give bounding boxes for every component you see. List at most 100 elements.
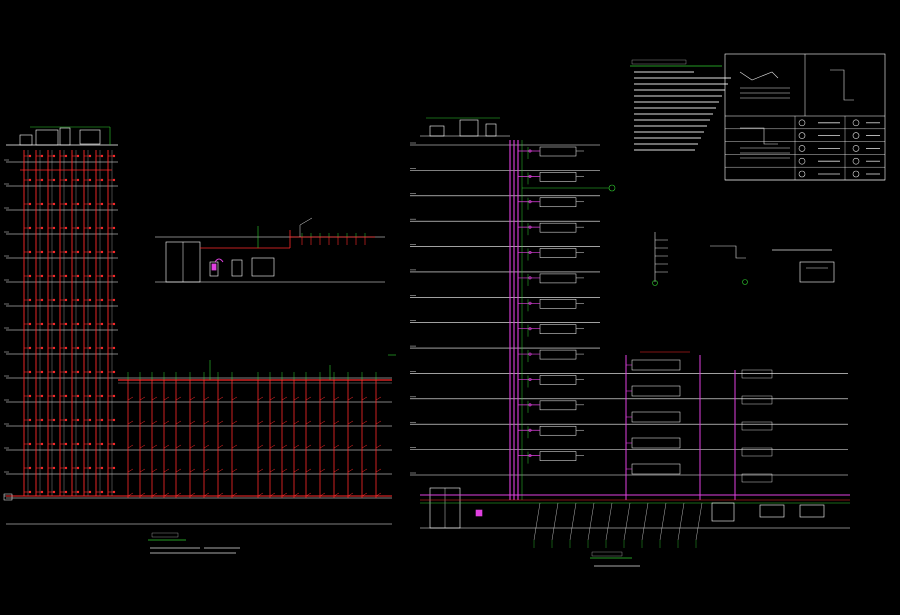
valve-symbol	[28, 418, 32, 422]
valve-symbol	[100, 178, 104, 182]
floor-unit	[539, 375, 577, 385]
right-title-text	[591, 551, 623, 557]
drawing-title-blocks	[148, 532, 640, 567]
podium-branch	[319, 420, 326, 425]
valve-symbol	[52, 346, 56, 350]
valve-symbol	[52, 394, 56, 398]
podium-branch	[203, 444, 210, 449]
left-podium-branch-system	[6, 354, 396, 525]
podium-branch	[151, 468, 158, 473]
podium-branch	[217, 468, 224, 473]
valve-symbol	[112, 178, 116, 182]
valve-symbol	[28, 490, 32, 494]
podium-branch	[281, 420, 288, 425]
valve-symbol	[88, 442, 92, 446]
unit-valve	[528, 327, 532, 331]
podium-branch	[361, 420, 368, 425]
valve-symbol	[88, 346, 92, 350]
valve-symbol	[52, 490, 56, 494]
podium-branch	[231, 396, 238, 401]
valve-symbol	[112, 250, 116, 254]
podium-branch	[217, 444, 224, 449]
left-plumbing-riser-system	[3, 126, 392, 501]
podium-branch	[293, 468, 300, 473]
podium-branch	[319, 492, 326, 497]
valve-symbol	[52, 154, 56, 158]
podium-branch	[333, 420, 340, 425]
magenta-valve	[475, 509, 483, 517]
valve-symbol	[64, 442, 68, 446]
unit-valve	[528, 251, 532, 255]
podium-branch	[347, 396, 354, 401]
valve-symbol	[76, 370, 80, 374]
floor-unit	[539, 451, 577, 461]
valve-symbol	[88, 202, 92, 206]
podium-branch	[217, 492, 224, 497]
magenta-fitting	[214, 258, 224, 263]
podium-branch	[175, 492, 182, 497]
valve-symbol	[64, 274, 68, 278]
podium-branch	[333, 444, 340, 449]
valve-symbol	[64, 154, 68, 158]
valve-symbol	[76, 442, 80, 446]
podium-branch	[305, 420, 312, 425]
podium-branch	[127, 420, 134, 425]
roof-equipment-box	[79, 129, 101, 145]
floor-unit	[539, 324, 577, 334]
podium-branch	[293, 444, 300, 449]
valve-symbol	[40, 418, 44, 422]
detail-box	[799, 261, 835, 283]
roof-water-tank	[459, 119, 479, 137]
podium-branch	[347, 468, 354, 473]
podium-branch	[151, 420, 158, 425]
podium-branch	[361, 444, 368, 449]
unit-valve	[528, 200, 532, 204]
valve-symbol	[88, 298, 92, 302]
unit-valve	[528, 174, 532, 178]
valve-symbol	[28, 370, 32, 374]
podium-branch	[305, 396, 312, 401]
podium-branch	[231, 444, 238, 449]
valve-symbol	[88, 226, 92, 230]
legend-symbol-icon	[798, 132, 806, 139]
pump-unit	[209, 261, 219, 277]
podium-branch	[361, 492, 368, 497]
floor-unit	[539, 299, 577, 309]
roof-pump	[59, 127, 71, 146]
podium-branch	[333, 396, 340, 401]
valve-symbol	[64, 418, 68, 422]
podium-branch	[375, 396, 382, 401]
valve-symbol	[64, 202, 68, 206]
unit-valve	[528, 403, 532, 407]
right-plumbing-riser-system	[410, 117, 848, 500]
podium-branch	[375, 468, 382, 473]
podium-branch	[347, 492, 354, 497]
valve-symbol	[88, 490, 92, 494]
valve-symbol	[64, 370, 68, 374]
valve-symbol	[40, 322, 44, 326]
podium-unit-east	[741, 473, 773, 483]
valve-symbol	[52, 370, 56, 374]
valve-symbol	[40, 178, 44, 182]
drain-branch	[551, 502, 559, 541]
valve-symbol	[28, 394, 32, 398]
podium-branch	[269, 444, 276, 449]
podium-branch	[127, 444, 134, 449]
legend-symbol-icon	[798, 119, 806, 127]
podium-unit	[631, 385, 681, 397]
podium-branch	[293, 420, 300, 425]
podium-branch	[163, 444, 170, 449]
valve-symbol	[112, 226, 116, 230]
valve-symbol	[28, 346, 32, 350]
valve-symbol	[100, 202, 104, 206]
podium-branch	[139, 420, 146, 425]
floor-unit	[539, 349, 577, 360]
unit-valve	[528, 149, 532, 153]
valve-symbol	[76, 298, 80, 302]
drain-branch	[605, 502, 613, 541]
podium-branch	[231, 468, 238, 473]
valve-symbol	[52, 226, 56, 230]
base-tank-box	[799, 504, 825, 518]
valve-symbol	[88, 154, 92, 158]
